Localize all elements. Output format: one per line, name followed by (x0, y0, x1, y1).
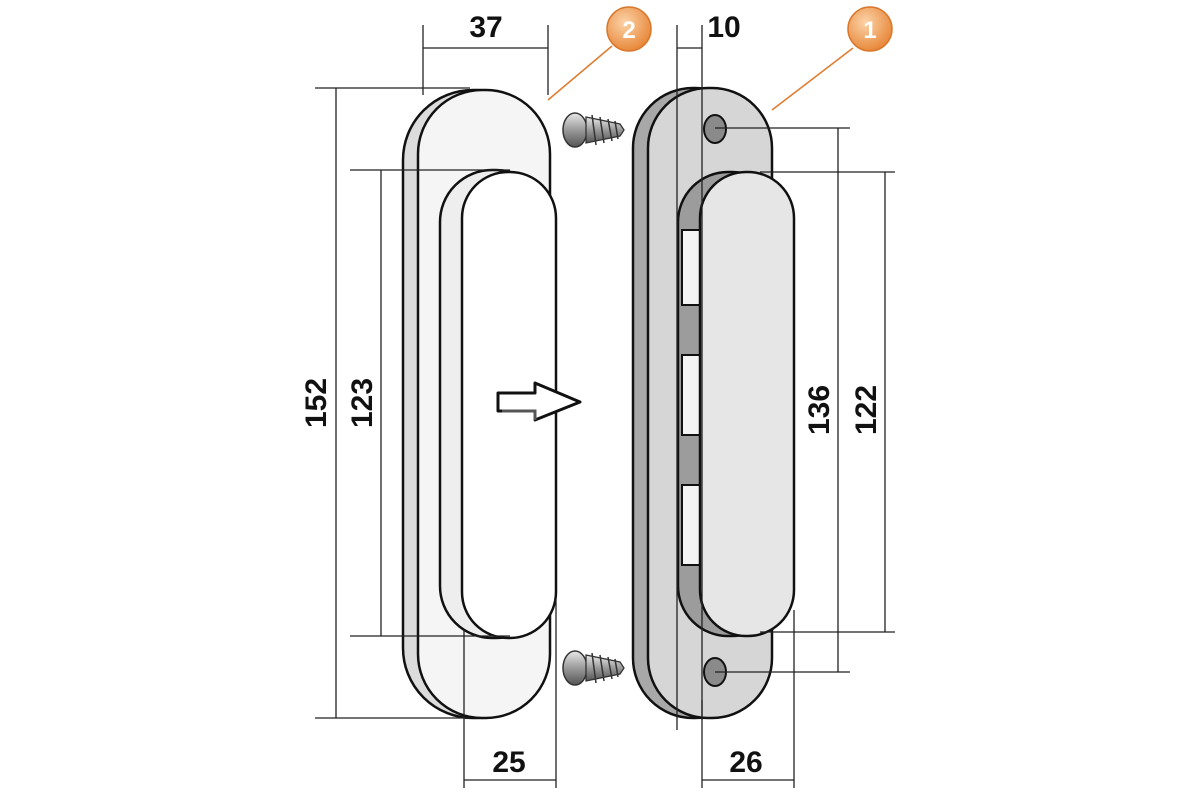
dimension-height-152: 152 (300, 378, 333, 428)
svg-text:2: 2 (622, 17, 635, 44)
dimension-width-25: 25 (492, 746, 525, 779)
callout-part-1: 1 (771, 6, 893, 111)
screw-icon (562, 112, 625, 148)
screw-icon (562, 650, 625, 686)
svg-text:1: 1 (863, 17, 876, 44)
callout-part-2: 2 (547, 6, 652, 101)
arrow-right-icon (496, 381, 582, 422)
dimension-lines (315, 25, 895, 788)
dimension-width-26: 26 (729, 746, 762, 779)
mounting-hole-top (703, 114, 727, 144)
dimension-width-37: 37 (469, 11, 502, 44)
right-handle-body (631, 86, 796, 720)
dimension-height-136: 136 (803, 385, 836, 435)
dimension-offset-10: 10 (707, 11, 740, 44)
dimension-height-122: 122 (850, 385, 883, 435)
dimension-height-123: 123 (346, 378, 379, 428)
